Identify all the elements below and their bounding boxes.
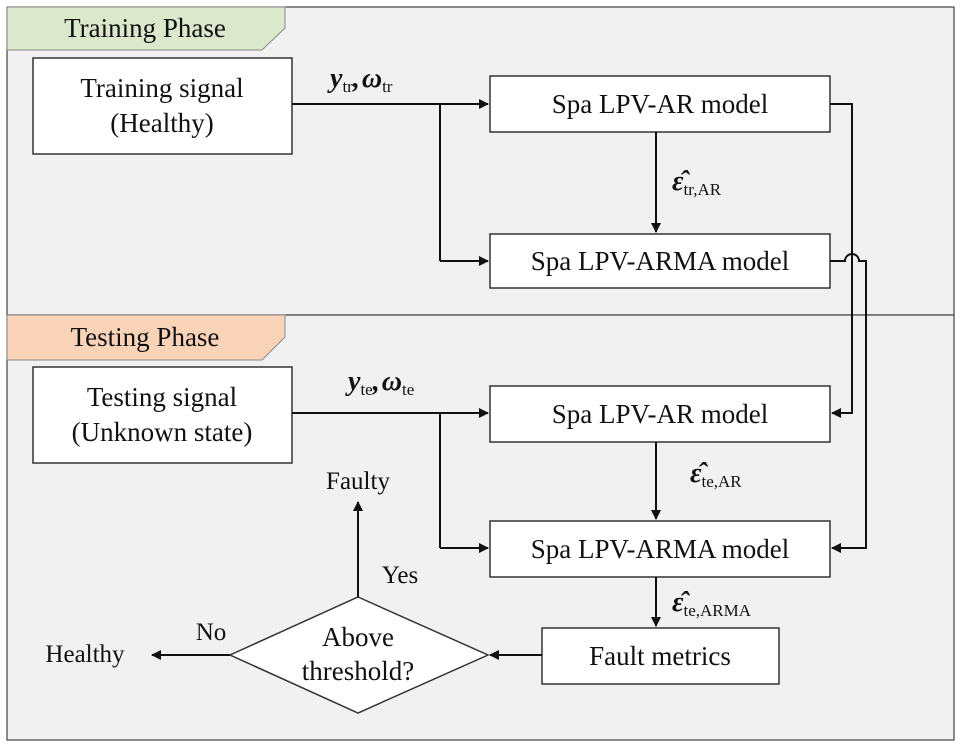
training-signal-box (32, 57, 293, 155)
training-ar-model-box (489, 75, 831, 133)
testing-signal-box (32, 366, 293, 464)
fault-metrics-label: Fault metrics (589, 641, 731, 671)
training-phase-tab (6, 6, 286, 51)
testing-arma-model-label: Spa LPV-ARMA model (531, 534, 790, 564)
testing-ar-model-box (489, 385, 831, 443)
no-branch-label: No (196, 619, 227, 646)
threshold-decision-diamond (228, 596, 490, 714)
threshold-decision-line1: Above (322, 622, 394, 652)
fault-metrics-box (541, 627, 780, 685)
testing-signal-label: Testing signal (87, 382, 237, 412)
testing-signal-state: (Unknown state) (72, 417, 253, 447)
training-input-label: ytr,ωtr (327, 63, 393, 96)
healthy-outcome-label: Healthy (45, 641, 125, 668)
ar-parameter-transfer-arrow (830, 103, 853, 418)
testing-phase-title: Testing Phase (71, 322, 220, 352)
faulty-outcome-label: Faulty (326, 468, 390, 495)
yes-branch-label: Yes (382, 562, 418, 589)
testing-arma-model-box (489, 520, 831, 578)
training-arma-model-box (489, 233, 831, 289)
parameter-transfer-connectors (830, 103, 867, 553)
testing-phase-tab (6, 314, 286, 361)
training-signal-state: (Healthy) (110, 108, 213, 138)
training-phase-title: Training Phase (64, 13, 226, 43)
testing-ar-model-label: Spa LPV-AR model (552, 399, 769, 429)
arma-parameter-transfer-arrow (830, 253, 867, 553)
training-panel: Training Phase Training signal (Healthy)… (6, 6, 955, 316)
training-signal-label: Training signal (80, 73, 243, 103)
testing-input-label: yte,ωte (345, 366, 414, 399)
training-arma-model-label: Spa LPV-ARMA model (531, 246, 790, 276)
training-ar-model-label: Spa LPV-AR model (552, 89, 769, 119)
threshold-decision-line2: threshold? (302, 656, 414, 686)
testing-panel: Testing Phase Testing signal (Unknown st… (6, 314, 955, 741)
